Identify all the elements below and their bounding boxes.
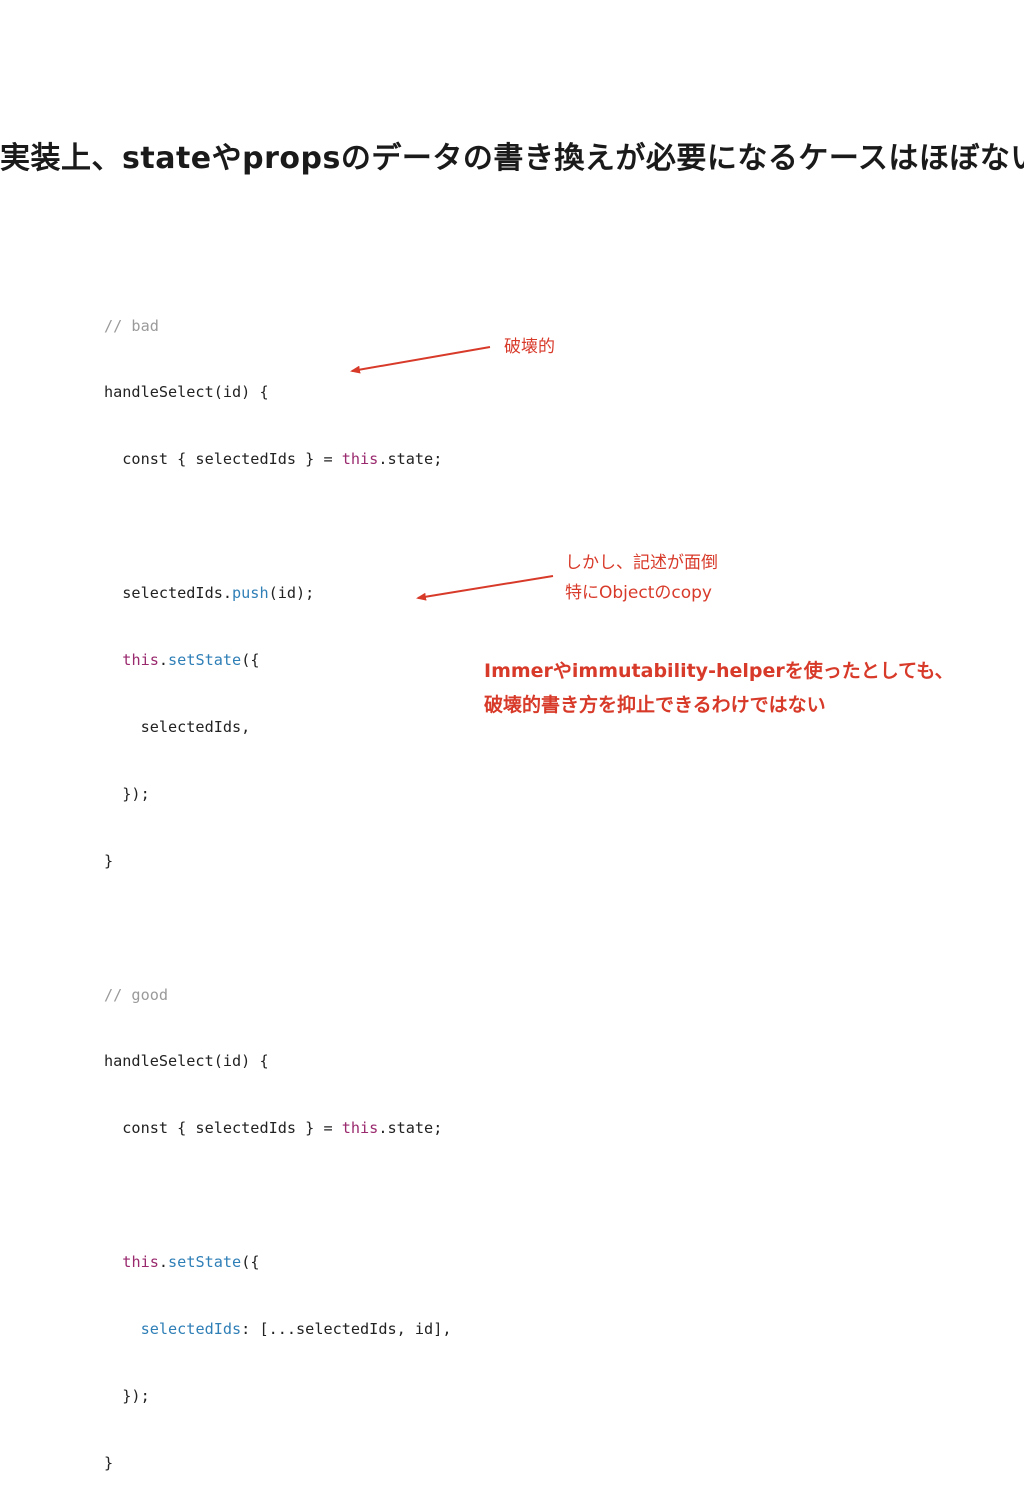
code-keyword-this: this bbox=[122, 651, 159, 670]
annotation-verbose-line2: 特にObjectのcopy bbox=[565, 583, 712, 603]
code-block: // bad handleSelect(id) { const { select… bbox=[104, 270, 451, 1496]
code-line-good-close-call: }); bbox=[104, 1386, 150, 1405]
code-keyword-this: this bbox=[341, 1119, 379, 1138]
code-text: (id); bbox=[268, 584, 315, 603]
code-comment-bad: // bad bbox=[104, 316, 159, 335]
code-text: . bbox=[158, 651, 169, 670]
code-text bbox=[104, 1253, 122, 1271]
code-line-bad-field: selectedIds, bbox=[104, 717, 251, 736]
code-property-key: selectedIds bbox=[140, 1319, 242, 1338]
code-text bbox=[104, 1320, 141, 1338]
code-text: .state; bbox=[378, 450, 443, 469]
annotation-verbose: しかし、記述が面倒 特にObjectのcopy bbox=[565, 548, 718, 608]
code-keyword-this: this bbox=[341, 450, 379, 469]
code-line-bad-close-call: }); bbox=[104, 784, 150, 803]
code-line-bad-signature: handleSelect(id) { bbox=[104, 383, 269, 402]
slide-title: 実装上、stateやpropsのデータの書き換えが必要になるケースはほぼない bbox=[0, 141, 1024, 176]
code-text: selectedIds. bbox=[104, 584, 233, 603]
code-line-good-field: selectedIds: [...selectedIds, id], bbox=[104, 1318, 452, 1340]
code-line-bad-const: const { selectedIds } = this.state; bbox=[104, 448, 451, 470]
annotation-destructive: 破壊的 bbox=[504, 337, 555, 357]
code-line-good-setstate: this.setState({ bbox=[104, 1251, 451, 1273]
code-line-blank bbox=[104, 1184, 451, 1206]
code-line-bad-close-fn: } bbox=[104, 851, 114, 870]
code-text: ({ bbox=[241, 651, 260, 670]
code-text: ({ bbox=[241, 1253, 260, 1272]
annotation-immer-line2: 破壊的書き方を抑止できるわけではない bbox=[484, 694, 826, 716]
code-text: . bbox=[158, 1253, 169, 1272]
code-text: : [...selectedIds, id], bbox=[241, 1319, 452, 1338]
code-comment-good: // good bbox=[104, 985, 169, 1004]
code-line-bad-setstate: this.setState({ bbox=[104, 649, 451, 671]
code-text: .state; bbox=[378, 1119, 443, 1138]
code-line-blank bbox=[104, 515, 451, 537]
code-fn-setstate: setState bbox=[168, 651, 242, 670]
annotation-immer-line1: Immerやimmutability-helperを使ったとしても、 bbox=[484, 660, 954, 682]
code-line-good-close-fn: } bbox=[104, 1453, 114, 1472]
code-text bbox=[104, 651, 122, 669]
code-line-good-signature: handleSelect(id) { bbox=[104, 1052, 269, 1071]
annotation-verbose-line1: しかし、記述が面倒 bbox=[565, 553, 718, 573]
code-fn-push: push bbox=[232, 584, 269, 603]
code-line-bad-push: selectedIds.push(id); bbox=[104, 582, 451, 604]
code-text: const { selectedIds } = bbox=[104, 1119, 342, 1138]
code-line-good-const: const { selectedIds } = this.state; bbox=[104, 1117, 451, 1139]
code-keyword-this: this bbox=[122, 1253, 159, 1272]
annotation-immer: Immerやimmutability-helperを使ったとしても、 破壊的書き… bbox=[484, 654, 954, 722]
code-text: const { selectedIds } = bbox=[104, 450, 342, 469]
code-line-blank bbox=[104, 917, 451, 939]
code-fn-setstate: setState bbox=[168, 1253, 242, 1272]
